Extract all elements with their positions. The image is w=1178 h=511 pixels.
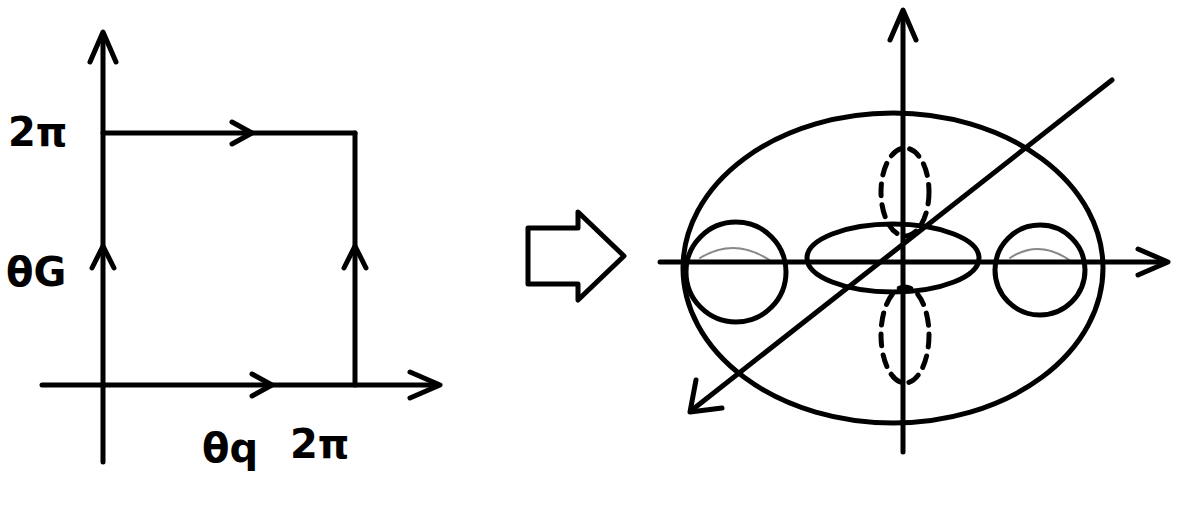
square-edge	[353, 133, 358, 385]
torus-outline	[683, 113, 1103, 423]
arrowhead	[1138, 249, 1168, 275]
diagonal-axis	[692, 80, 1112, 410]
arrowhead	[690, 380, 722, 412]
z-axis	[901, 12, 906, 452]
axis-label: θG	[6, 252, 66, 292]
tube-section	[686, 222, 786, 322]
square-edge	[103, 131, 355, 136]
arrowhead	[890, 10, 916, 40]
axis-label: θq	[202, 428, 258, 468]
axis-tick-label: 2π	[290, 424, 349, 464]
x-axis	[660, 260, 1166, 265]
x-axis	[42, 383, 438, 388]
arrowhead	[92, 246, 114, 268]
tube-section	[995, 225, 1085, 315]
arrowhead	[252, 374, 272, 396]
arrowhead	[232, 122, 252, 144]
torus-hole	[807, 224, 979, 292]
arrowhead	[90, 32, 116, 62]
hollow-arrow	[528, 212, 624, 300]
arrowhead	[410, 372, 440, 398]
axis-tick-label: 2π	[8, 112, 67, 152]
arrowhead	[344, 246, 366, 268]
